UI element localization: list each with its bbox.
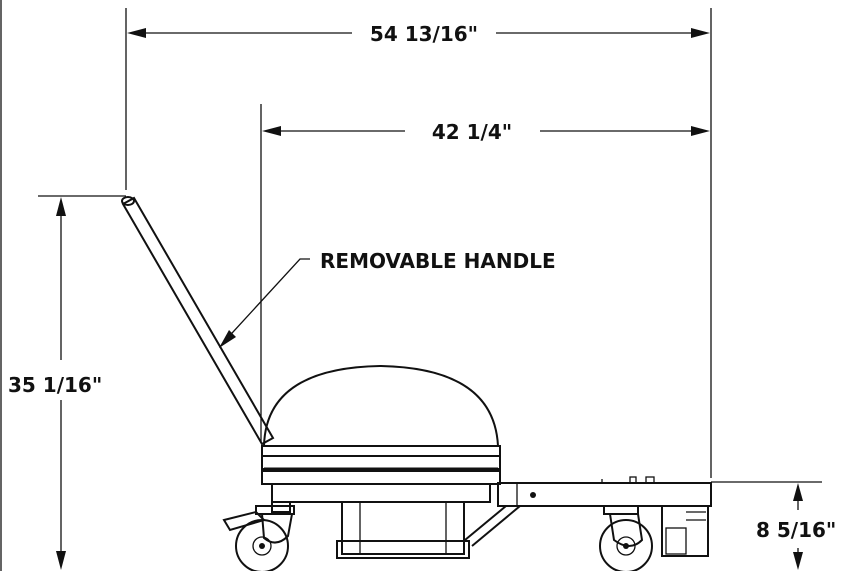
cabinet-body: [261, 455, 501, 503]
removable-handle: [121, 196, 275, 446]
deck-height-dimension: 8 5/16": [711, 481, 836, 570]
frame-brace: [471, 505, 521, 547]
undercarriage-tank: [336, 501, 470, 559]
tank-body: [341, 501, 465, 555]
caster-axle: [259, 543, 265, 549]
handle-bar: [121, 196, 275, 446]
overall-length-label: 54 13/16": [370, 22, 478, 46]
caster-axle: [623, 543, 629, 549]
caster-wheel: [235, 519, 289, 571]
rear-caster: [599, 505, 653, 571]
caster-fork: [608, 513, 644, 547]
arrowhead-bottom: [793, 552, 803, 570]
caster-fork: [260, 513, 294, 544]
deck-bolt: [530, 492, 536, 498]
dome-outline: [262, 364, 500, 447]
deck-rail: [497, 482, 712, 507]
caster-hub: [616, 536, 636, 556]
chassis: [271, 476, 712, 547]
rear-drive-housing: [661, 505, 709, 557]
cabinet-lower-band: [261, 470, 501, 485]
arrowhead-left: [127, 28, 146, 38]
leader-line: [221, 258, 310, 345]
caster-mount: [603, 505, 639, 515]
motor-housing: [661, 505, 709, 557]
arrowhead-top: [793, 483, 803, 501]
caster-wheel: [599, 519, 653, 571]
handle-callout: REMOVABLE HANDLE: [219, 249, 556, 348]
dome-base: [261, 445, 501, 457]
frame-brace: [464, 505, 507, 541]
arrowhead-bottom: [56, 551, 66, 570]
deck-height-label: 8 5/16": [756, 518, 836, 542]
caster-hub: [252, 536, 272, 556]
overall-height-label: 35 1/16": [8, 373, 102, 397]
deck-fitting: [645, 476, 655, 484]
overall-height-dimension: 35 1/16": [8, 195, 126, 570]
handle-callout-label: REMOVABLE HANDLE: [320, 249, 556, 273]
tank-base: [336, 540, 470, 559]
dome-lid: [261, 364, 501, 457]
overall-length-dimension: 54 13/16": [125, 8, 712, 478]
body-length-label: 42 1/4": [432, 120, 512, 144]
cabinet-top-band: [261, 455, 501, 470]
handle-tip: [121, 196, 135, 206]
arrowhead-top: [56, 197, 66, 216]
deck-fitting: [629, 476, 637, 484]
cabinet-under-panel: [271, 483, 491, 503]
motor-cap: [665, 527, 687, 555]
body-length-dimension: 42 1/4": [260, 104, 710, 442]
arrowhead-left: [262, 126, 281, 136]
arrowhead-right: [691, 28, 710, 38]
leader-arrowhead: [219, 330, 236, 348]
arrowhead-right: [691, 126, 710, 136]
front-caster-with-brake: [222, 505, 295, 571]
